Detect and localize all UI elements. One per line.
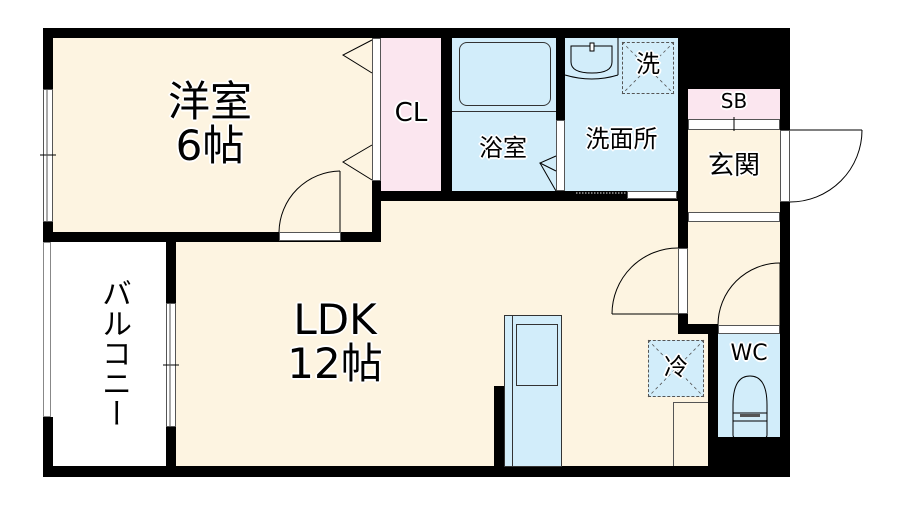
- closet-floor: [381, 38, 441, 191]
- kitchen-counter: [504, 315, 562, 467]
- washer-space-label: 洗: [636, 50, 660, 78]
- kitchen-sink: [516, 324, 558, 386]
- fridge-space-label: 冷: [664, 353, 688, 381]
- wall-closet-right: [441, 28, 452, 201]
- wall-balcony-left-stub: [43, 417, 53, 477]
- shoe-box-label: SB: [720, 89, 748, 113]
- wall-toilet-left: [678, 324, 718, 334]
- bath-divider-line: [452, 111, 556, 112]
- wall-wet-bottom: [372, 191, 686, 201]
- wall-top: [43, 28, 780, 38]
- wall-western-bottom: [43, 232, 381, 242]
- entrance-label: 玄関: [707, 151, 760, 181]
- kitchen-counter-edge: [512, 315, 513, 467]
- cabinet-outline: [673, 402, 708, 466]
- closet-label: CL: [394, 98, 428, 128]
- toilet-door-opening: [718, 325, 780, 334]
- bathroom-floor: [452, 38, 556, 191]
- western-room-name: 洋室: [167, 77, 252, 126]
- wall-block-top-right: [678, 28, 790, 89]
- wall-right-outer-upper: [780, 28, 790, 130]
- bath-door-track: [556, 120, 565, 191]
- western-room-size: 6帖: [175, 121, 245, 171]
- entrance-floor: [688, 130, 780, 212]
- toilet-label: WC: [730, 341, 768, 366]
- bathroom-label: 浴室: [479, 134, 527, 162]
- ldk-name: LDK: [293, 295, 377, 344]
- ldk-label: LDK 12帖: [250, 295, 420, 389]
- entrance-step: [688, 212, 780, 222]
- shoe-box-floor: [688, 89, 780, 119]
- western-room-label: 洋室 6帖: [140, 77, 280, 171]
- washroom-door-opening: [627, 191, 677, 199]
- balcony-label: バルコニー: [96, 278, 131, 428]
- wall-bottom: [43, 466, 790, 477]
- closet-door-track: [372, 38, 381, 181]
- shoe-box-edge: [688, 119, 780, 130]
- ldk-floor: [176, 200, 716, 466]
- kitchen-wall-stub: [494, 386, 504, 466]
- front-door-frame: [780, 130, 790, 202]
- balcony-floor: [53, 242, 165, 466]
- ldk-size: 12帖: [287, 339, 383, 389]
- ldk-floor-upper: [381, 200, 678, 210]
- wall-right-outer-lower: [780, 202, 790, 477]
- western-room-door-opening: [279, 232, 341, 241]
- wall-entrance-left: [678, 28, 688, 334]
- window-balcony-left: [43, 242, 51, 417]
- bathtub: [459, 42, 551, 106]
- window-western-left: [43, 89, 53, 222]
- washroom-label: 洗面所: [585, 125, 658, 153]
- ldk-door-frame: [678, 248, 688, 314]
- wall-bath-right: [556, 28, 565, 120]
- window-ldk-balcony: [166, 303, 176, 427]
- wall-toilet-left-vertical: [708, 324, 718, 477]
- wall-western-right: [372, 180, 381, 242]
